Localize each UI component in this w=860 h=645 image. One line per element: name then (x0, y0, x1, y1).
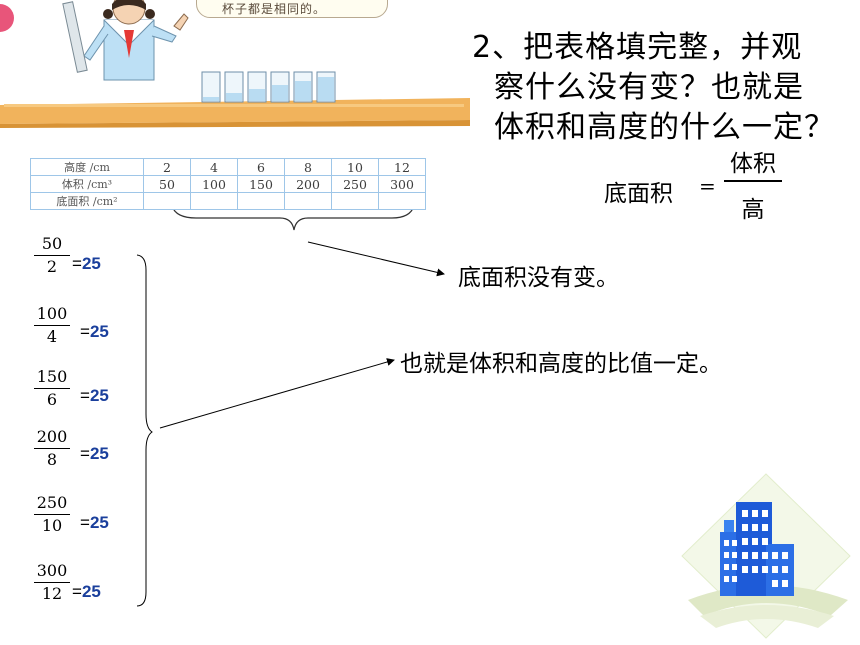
fraction-result: =25 (80, 513, 109, 533)
annotation-ratio: 也就是体积和高度的比值一定。 (400, 351, 722, 377)
fraction-result: =25 (80, 322, 109, 342)
question-line-1: 2、把表格填完整，并观 (472, 30, 803, 65)
fraction-brace (136, 254, 153, 607)
table-cell: 4 (190, 158, 238, 176)
fraction-numerator: 100 (36, 304, 68, 323)
table-cell (284, 192, 332, 210)
result-value: 25 (81, 582, 101, 601)
fraction-200-8: 200 8 (34, 428, 74, 469)
table-cell: 12 (378, 158, 426, 176)
table-row: 底面积 /cm² (30, 192, 426, 210)
fraction-denominator: 10 (41, 516, 63, 536)
formula-lhs: 底面积 (604, 181, 673, 207)
illustration-scene (0, 0, 470, 231)
row-header: 底面积 /cm² (30, 192, 144, 210)
table-cell: 10 (331, 158, 379, 176)
equals-sign: = (80, 386, 90, 405)
table-cell: 6 (237, 158, 285, 176)
fraction-numerator: 300 (36, 561, 68, 580)
fraction-denominator: 8 (46, 450, 58, 470)
fraction-bar (34, 582, 70, 584)
fraction-250-10: 250 10 (34, 494, 74, 535)
fraction-denominator: 2 (46, 257, 58, 277)
fraction-bar (34, 448, 70, 450)
table-brace (171, 205, 415, 231)
table-cell: 250 (331, 175, 379, 193)
row-header: 体积 /cm³ (30, 175, 144, 193)
fraction-result: =25 (72, 582, 101, 602)
formula-fraction-bar (724, 180, 782, 182)
question-line-3: 体积和高度的什么一定？ (494, 110, 835, 145)
speech-text: 杯子都是相同的。 (222, 2, 327, 16)
question-line-2: 察什么没有变？也就是 (494, 70, 804, 105)
arrow-to-ratio (159, 358, 395, 429)
buildings-logo-icon (681, 473, 851, 639)
table-cell: 200 (284, 175, 332, 193)
result-value: 25 (89, 386, 109, 405)
fraction-bar (34, 255, 70, 257)
table-cell (190, 192, 238, 210)
formula-denominator: 高 (741, 197, 765, 223)
table-cell (237, 192, 285, 210)
corner-decoration (0, 4, 14, 32)
cups-illustration (201, 71, 336, 103)
result-value: 25 (89, 444, 109, 463)
table-cell: 300 (378, 175, 426, 193)
fraction-bar (34, 388, 70, 390)
equals-sign: = (80, 513, 90, 532)
table-row: 体积 /cm³ 50 100 150 200 250 300 (30, 175, 426, 193)
equals-sign: = (80, 322, 90, 341)
table-cell: 100 (190, 175, 238, 193)
fraction-numerator: 200 (36, 427, 68, 446)
fraction-bar (34, 514, 70, 516)
table-cell: 2 (143, 158, 191, 176)
equals-sign: = (80, 444, 90, 463)
fraction-result: =25 (72, 254, 101, 274)
fraction-150-6: 150 6 (34, 368, 74, 409)
fraction-bar (34, 325, 70, 327)
data-table: 高度 /cm 2 4 6 8 10 12 体积 /cm³ 50 100 150 … (30, 158, 426, 210)
equals-sign: = (72, 582, 82, 601)
fraction-numerator: 150 (36, 367, 68, 386)
fraction-denominator: 6 (46, 390, 58, 410)
result-value: 25 (81, 254, 101, 273)
table-cell: 50 (143, 175, 191, 193)
fraction-100-4: 100 4 (34, 305, 74, 346)
annotation-unchanged: 底面积没有变。 (458, 265, 619, 291)
girl-illustration (62, 0, 189, 81)
result-value: 25 (89, 513, 109, 532)
arrow-to-unchanged (307, 241, 445, 277)
fraction-denominator: 12 (41, 584, 63, 604)
result-value: 25 (89, 322, 109, 341)
fraction-result: =25 (80, 386, 109, 406)
fraction-50-2: 50 2 (34, 235, 74, 276)
table-row: 高度 /cm 2 4 6 8 10 12 (30, 158, 426, 176)
fraction-300-12: 300 12 (34, 562, 74, 603)
formula-numerator: 体积 (730, 151, 776, 177)
fraction-numerator: 250 (36, 493, 68, 512)
table-cell: 8 (284, 158, 332, 176)
equals-sign: = (72, 254, 82, 273)
fraction-result: =25 (80, 444, 109, 464)
fraction-numerator: 50 (41, 234, 63, 253)
table-cell (143, 192, 191, 210)
table-cell (331, 192, 379, 210)
table-cell: 150 (237, 175, 285, 193)
formula-equals: = (699, 174, 716, 198)
table-cell (378, 192, 426, 210)
fraction-denominator: 4 (46, 327, 58, 347)
row-header: 高度 /cm (30, 158, 144, 176)
